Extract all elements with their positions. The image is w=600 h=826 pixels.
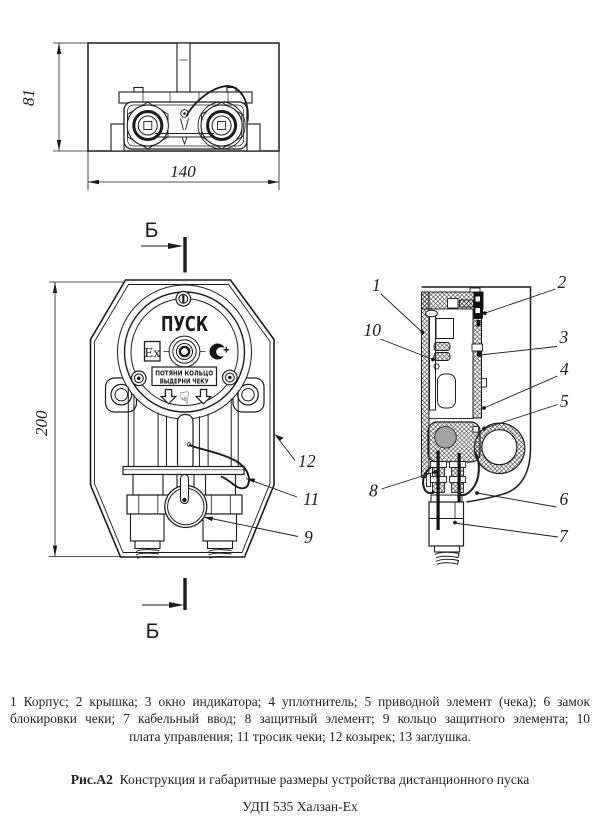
- parts-list: 1 Корпус; 2 крышка; 3 окно индикатора; 4…: [10, 693, 590, 745]
- side-callouts: 1 2 10 3 4: [364, 272, 570, 546]
- front-pin-channel: [176, 413, 194, 472]
- callout-2-label: 2: [558, 272, 567, 292]
- side-view: 1 2 10 3 4: [364, 272, 570, 565]
- callout-3: 3: [478, 327, 569, 357]
- callout-5-label: 5: [560, 391, 569, 411]
- top-view-gland-right: [197, 101, 246, 150]
- section-letter-top: Б: [145, 219, 159, 242]
- hand-icon: ☟: [179, 389, 189, 409]
- callout-7-label: 7: [559, 526, 569, 546]
- front-lower-housing: [127, 386, 239, 467]
- callout-11: 11: [245, 478, 319, 509]
- dim-81: 81: [19, 42, 88, 152]
- certification-logo: [209, 343, 230, 360]
- pusk-label: ПУСК: [161, 312, 208, 336]
- callout-8-label: 8: [369, 481, 378, 501]
- dim-200-value: 200: [32, 410, 51, 436]
- callout-6-label: 6: [560, 489, 569, 509]
- dim-140: 140: [87, 151, 280, 190]
- instruction-plate: ПОТЯНИ КОЛЬЦО ВЫДЕРНИ ЧЕКУ: [151, 366, 218, 387]
- side-visor-profile: [421, 286, 532, 503]
- start-button: [163, 335, 206, 368]
- callout-12: 12: [274, 434, 316, 471]
- callout-11-label: 11: [303, 489, 319, 509]
- instruction-line1: ПОТЯНИ КОЛЬЦО: [155, 368, 213, 377]
- dim-140-value: 140: [170, 162, 196, 181]
- front-screw-right: [221, 369, 238, 386]
- ex-marking-label: Ex: [144, 345, 160, 360]
- callout-10: 10: [364, 320, 435, 362]
- side-cable-gland: [428, 494, 465, 565]
- section-letter-bottom: Б: [146, 620, 160, 643]
- side-pin-right: [457, 453, 461, 502]
- callout-9: 9: [203, 516, 313, 547]
- callout-12-label: 12: [298, 451, 316, 471]
- instruction-line2: ВЫДЕРНИ ЧЕКУ: [160, 376, 209, 385]
- callout-5: 5: [482, 391, 569, 431]
- side-cover: [447, 287, 483, 319]
- callout-3-label: 3: [559, 327, 569, 347]
- callout-6: 6: [475, 489, 569, 509]
- ex-marking: Ex: [143, 340, 161, 362]
- top-view-cable: [185, 85, 249, 123]
- side-pcb: [425, 309, 456, 411]
- callout-1-label: 1: [372, 275, 381, 295]
- side-pin-left: [436, 450, 440, 530]
- callout-1: 1: [372, 275, 425, 335]
- figure-caption: Рис.А2 Конструкция и габаритные размеры …: [0, 772, 600, 788]
- side-bottom-block: [427, 421, 526, 475]
- callout-4-label: 4: [560, 359, 569, 379]
- callout-2: 2: [482, 272, 567, 316]
- section-mark-bottom: Б: [142, 578, 187, 643]
- safety-pin: [179, 473, 190, 505]
- front-flange: [122, 465, 245, 476]
- callout-7: 7: [453, 520, 569, 546]
- callout-9-label: 9: [304, 527, 313, 547]
- top-view: 81 140: [19, 42, 280, 190]
- front-gland-left: [126, 473, 171, 559]
- side-cable-right: [458, 450, 480, 497]
- callout-4: 4: [482, 359, 569, 410]
- front-view: 200: [32, 279, 319, 559]
- top-view-stem: [176, 42, 191, 93]
- parts-list-line1: 1 Корпус; 2 крышка; 3 окно индикатора; 4…: [10, 694, 590, 709]
- section-mark-top: Б: [141, 219, 187, 273]
- dim-81-value: 81: [19, 89, 38, 106]
- callout-10-label: 10: [364, 320, 382, 340]
- front-cable: [188, 444, 250, 490]
- down-arrow-left: [159, 388, 178, 405]
- callout-8: 8: [369, 470, 437, 501]
- technical-drawing: 81 140: [19, 42, 570, 643]
- parts-list-line2: блокировки чеки; 7 кабельный ввод; 8 защ…: [10, 711, 590, 727]
- down-arrow-right: [194, 388, 213, 405]
- parts-list-line3: плата управления; 11 тросик чеки; 12 коз…: [129, 728, 471, 744]
- front-screw-left: [130, 370, 147, 387]
- figure-title: Конструкция и габаритные размеры устройс…: [119, 772, 530, 787]
- side-cable-left: [422, 466, 436, 495]
- figure-label: Рис.А2: [70, 772, 113, 787]
- front-screw-top: [175, 290, 192, 307]
- figure-subcaption: УДП 535 Халзан-Ех: [242, 799, 358, 814]
